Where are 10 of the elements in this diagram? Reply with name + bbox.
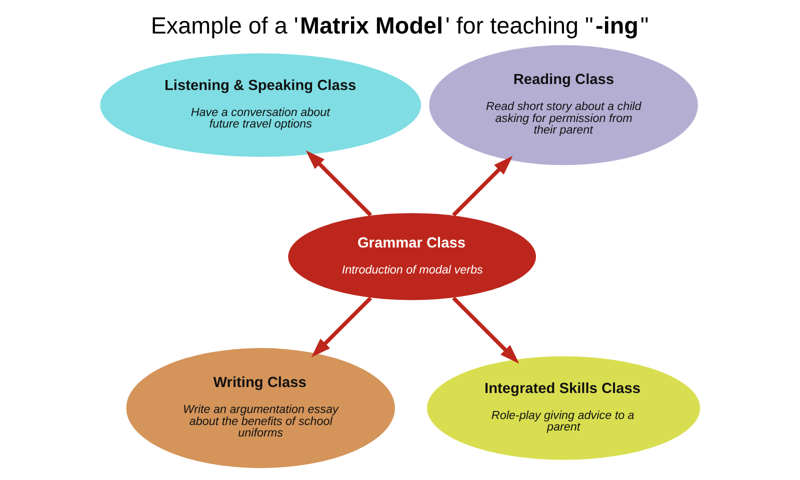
node-ellipse: Reading Class Read short story about a child asking for permission from their parent [429,45,698,166]
arrow [311,296,372,358]
node-ellipse: Grammar Class Introduction of modal verbs [288,213,536,300]
node-ellipse: Listening & Speaking Class Have a conversation about future travel options [100,53,422,157]
diagram-title: Example of a 'Matrix Model' for teaching "-ing" [150,12,649,39]
node-ellipse: Integrated Skills Class Role-play giving advice to a parent [427,356,700,460]
arrow [452,156,513,217]
arrow [452,296,520,364]
arrow [306,150,372,217]
node-ellipse: Writing Class Write an argumentation essay about the benefits of school uniforms [126,348,395,468]
